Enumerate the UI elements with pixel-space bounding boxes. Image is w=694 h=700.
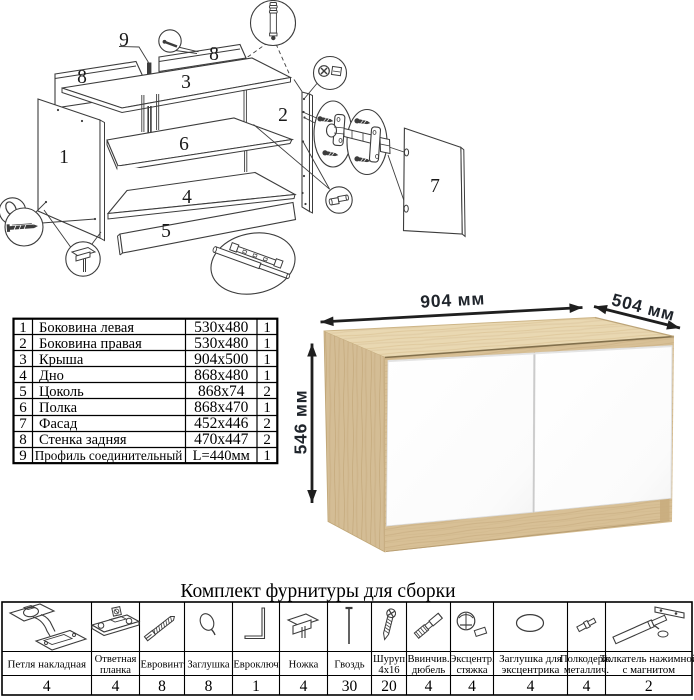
- svg-text:3: 3: [19, 352, 27, 368]
- svg-text:8: 8: [19, 432, 27, 448]
- svg-text:7: 7: [19, 416, 27, 432]
- svg-text:1: 1: [263, 320, 271, 336]
- svg-text:530х480: 530х480: [194, 319, 249, 336]
- svg-text:Шуруп: Шуруп: [373, 654, 405, 665]
- svg-text:Петля накладная: Петля накладная: [7, 659, 86, 671]
- svg-text:1: 1: [263, 448, 271, 464]
- svg-text:с магнитом: с магнитом: [622, 664, 675, 676]
- svg-text:Профиль соединительный: Профиль соединительный: [35, 448, 183, 463]
- svg-text:4: 4: [182, 187, 192, 208]
- svg-text:4х16: 4х16: [378, 665, 399, 676]
- svg-text:1: 1: [263, 368, 271, 384]
- svg-text:4: 4: [468, 678, 476, 695]
- svg-text:1: 1: [59, 147, 69, 168]
- svg-text:868х74: 868х74: [198, 383, 245, 400]
- svg-text:4: 4: [527, 678, 535, 695]
- svg-text:L=440мм: L=440мм: [193, 448, 250, 464]
- svg-text:дюбель: дюбель: [412, 665, 446, 676]
- svg-text:868х480: 868х480: [194, 367, 249, 384]
- svg-text:Толкатель нажимной: Толкатель нажимной: [600, 653, 694, 665]
- svg-text:4: 4: [583, 678, 591, 695]
- svg-text:1: 1: [19, 320, 27, 336]
- svg-text:Боковина правая: Боковина правая: [39, 336, 142, 352]
- svg-text:868х470: 868х470: [194, 399, 249, 416]
- svg-text:2: 2: [19, 336, 27, 352]
- svg-text:8: 8: [77, 67, 87, 88]
- svg-text:9: 9: [19, 448, 27, 464]
- svg-text:Гвоздь: Гвоздь: [334, 660, 364, 671]
- svg-text:металлич.: металлич.: [564, 665, 609, 676]
- svg-text:2: 2: [263, 432, 271, 448]
- svg-text:4: 4: [300, 678, 308, 695]
- svg-text:Заглушка для: Заглушка для: [499, 653, 562, 665]
- svg-text:6: 6: [19, 400, 27, 416]
- svg-text:Боковина левая: Боковина левая: [39, 320, 134, 336]
- svg-text:Стенка задняя: Стенка задняя: [39, 432, 127, 448]
- svg-text:9: 9: [119, 30, 129, 51]
- svg-text:904 мм: 904 мм: [420, 288, 486, 311]
- svg-text:Евровинт: Евровинт: [140, 660, 183, 671]
- svg-text:Евроключ: Евроключ: [233, 660, 279, 671]
- svg-text:5: 5: [161, 221, 171, 242]
- svg-text:452х446: 452х446: [194, 415, 249, 432]
- svg-text:Полка: Полка: [39, 400, 78, 416]
- svg-text:3: 3: [181, 72, 191, 93]
- svg-text:8: 8: [209, 44, 219, 65]
- svg-text:2: 2: [263, 416, 271, 432]
- svg-text:Заглушка: Заглушка: [187, 660, 230, 671]
- svg-text:Комплект фурнитуры для сборки: Комплект фурнитуры для сборки: [180, 581, 455, 602]
- svg-text:Дно: Дно: [39, 368, 64, 384]
- svg-text:Ответная: Ответная: [95, 654, 137, 665]
- svg-text:стяжка: стяжка: [456, 665, 487, 676]
- svg-text:Эксцентр.: Эксцентр.: [449, 654, 494, 665]
- svg-text:2: 2: [263, 384, 271, 400]
- svg-text:8: 8: [205, 678, 213, 695]
- svg-text:546 мм: 546 мм: [291, 390, 311, 455]
- svg-text:Крыша: Крыша: [39, 352, 84, 368]
- svg-text:8: 8: [158, 678, 166, 695]
- svg-text:7: 7: [430, 176, 440, 197]
- svg-text:30: 30: [342, 678, 358, 695]
- svg-text:20: 20: [381, 678, 397, 695]
- svg-text:планка: планка: [100, 665, 131, 676]
- svg-text:эксцентрика: эксцентрика: [502, 664, 560, 676]
- svg-text:Ввинчив.: Ввинчив.: [407, 654, 449, 665]
- svg-text:4: 4: [43, 678, 51, 695]
- svg-text:904х500: 904х500: [194, 351, 249, 368]
- svg-text:6: 6: [179, 134, 189, 155]
- svg-text:Фасад: Фасад: [39, 416, 78, 432]
- svg-text:1: 1: [263, 400, 271, 416]
- svg-text:5: 5: [19, 384, 27, 400]
- svg-text:4: 4: [112, 678, 120, 695]
- svg-text:2: 2: [278, 105, 288, 126]
- svg-text:Полкодерж.: Полкодерж.: [560, 654, 613, 665]
- svg-text:530х480: 530х480: [194, 335, 249, 352]
- svg-text:Ножка: Ножка: [289, 660, 319, 671]
- svg-text:1: 1: [252, 678, 260, 695]
- svg-text:1: 1: [263, 336, 271, 352]
- svg-text:4: 4: [19, 368, 27, 384]
- svg-text:1: 1: [263, 352, 271, 368]
- svg-text:Цоколь: Цоколь: [39, 384, 84, 400]
- svg-text:2: 2: [645, 678, 653, 695]
- svg-text:4: 4: [425, 678, 433, 695]
- svg-text:470х447: 470х447: [194, 431, 249, 448]
